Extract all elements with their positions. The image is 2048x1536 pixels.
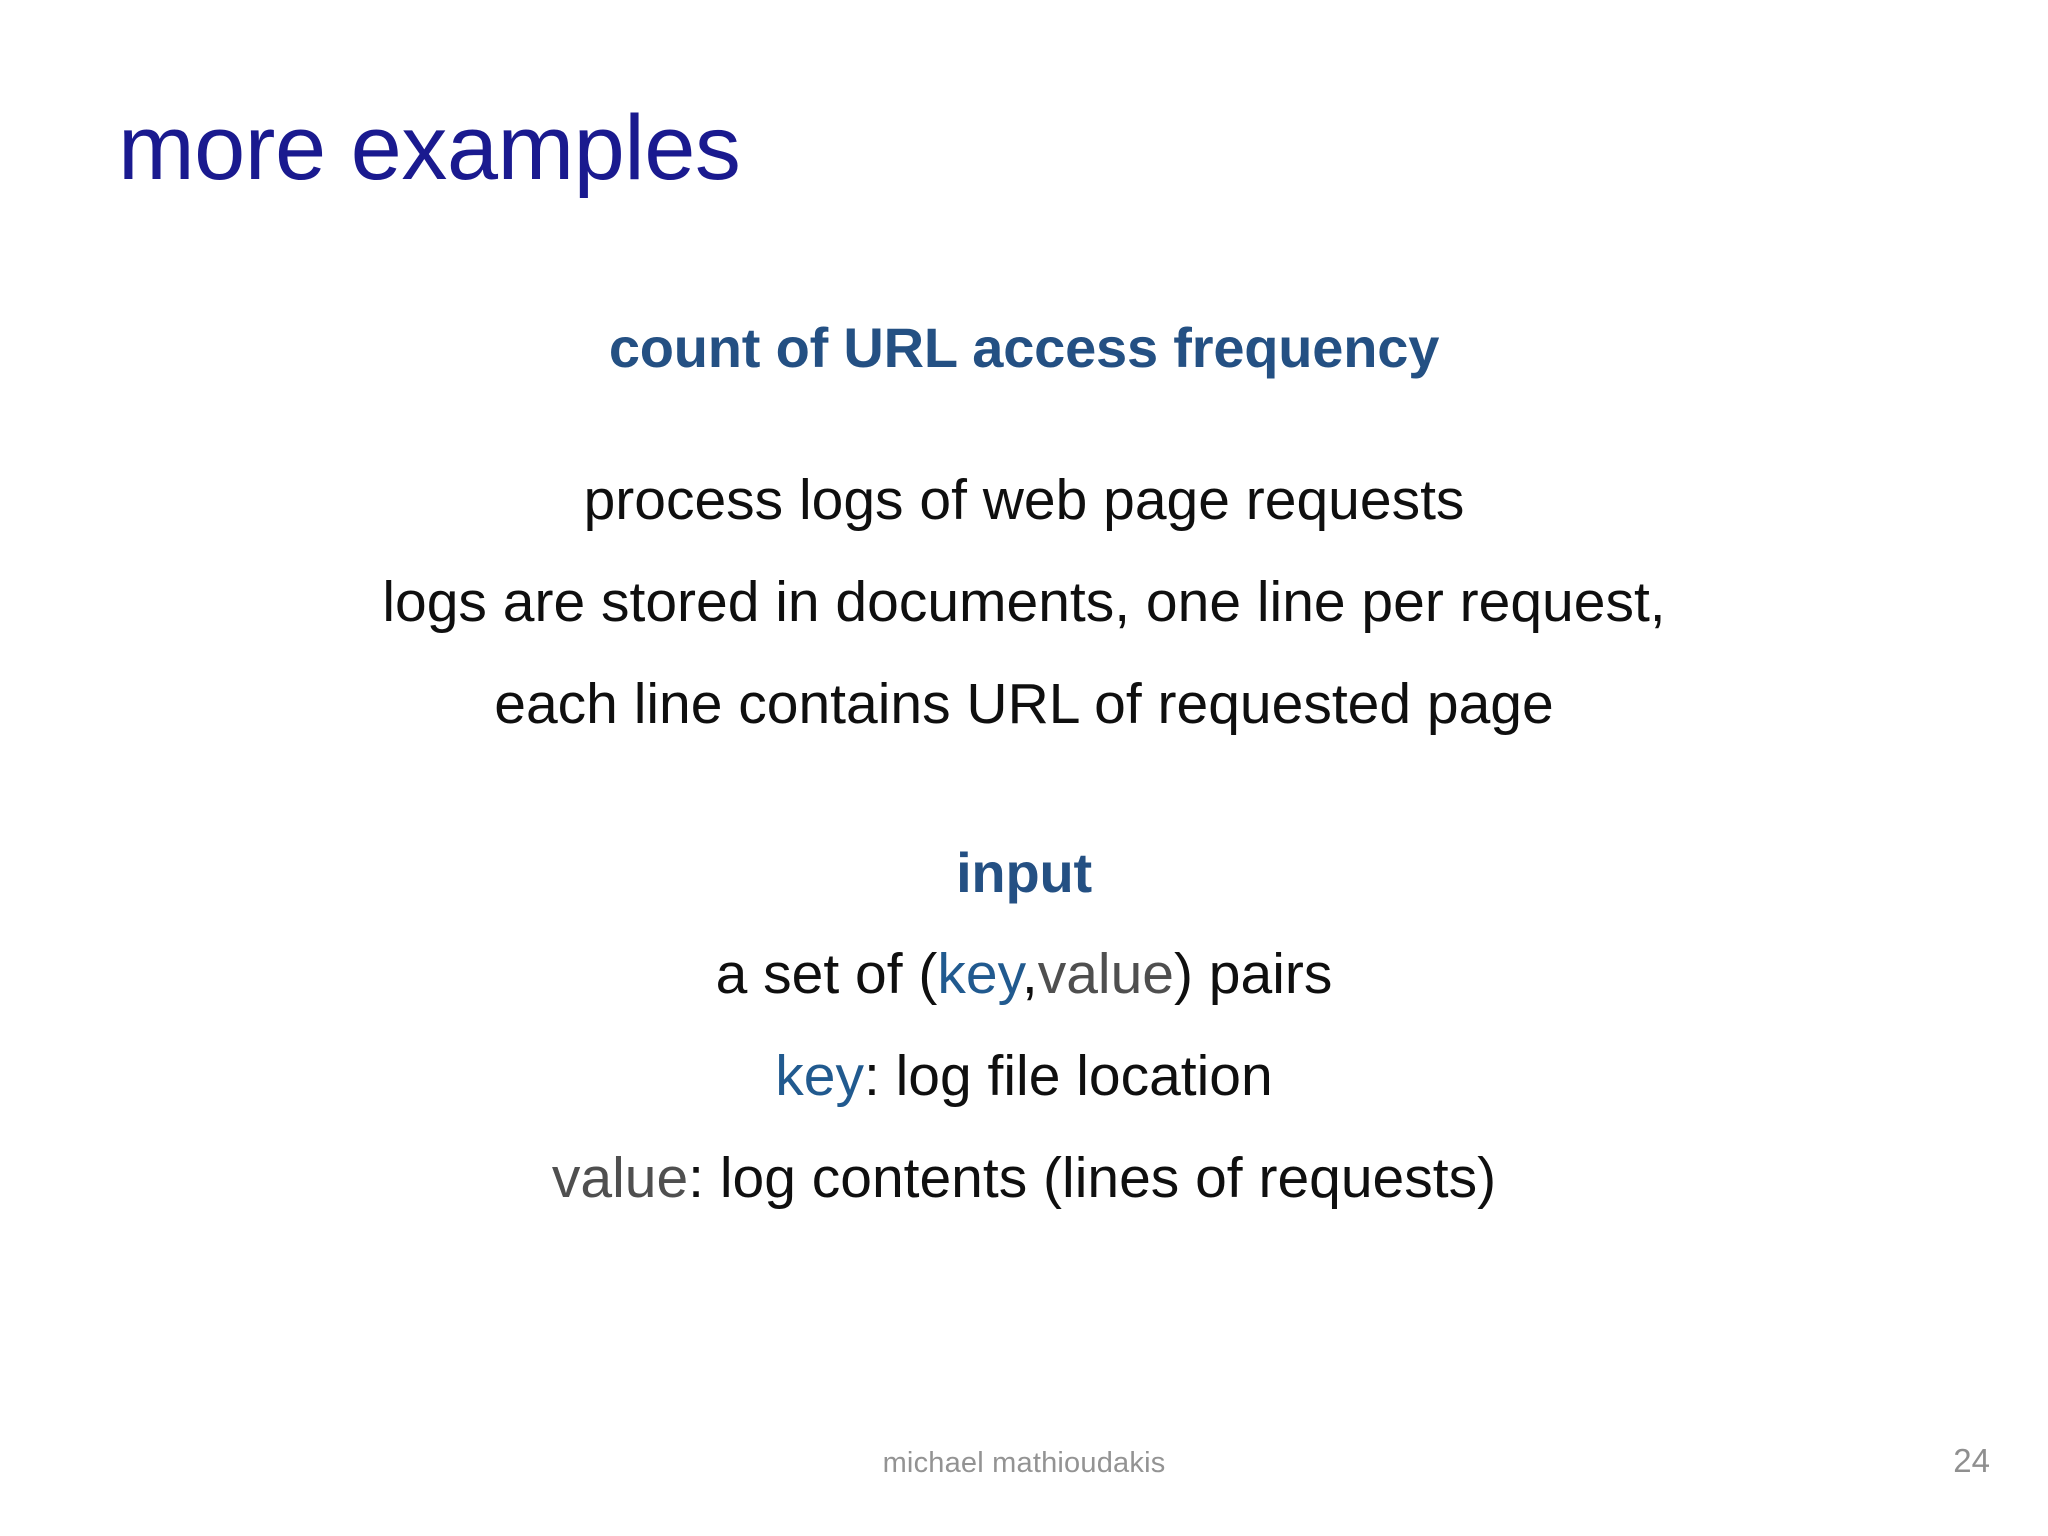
description-line-3: each line contains URL of requested page: [494, 672, 1554, 736]
key-token: key: [775, 1044, 864, 1108]
input-heading: input: [956, 841, 1092, 904]
key-line-rest: : log file location: [863, 1044, 1273, 1108]
pairs-separator: ,: [1021, 942, 1038, 1006]
pairs-prefix: a set of (: [715, 942, 938, 1006]
description-line-2: logs are stored in documents, one line p…: [382, 570, 1666, 634]
spacer: [0, 1003, 2048, 1048]
spacer: [0, 529, 2048, 574]
spacer: [0, 631, 2048, 676]
pairs-suffix: ) pairs: [1173, 942, 1333, 1006]
value-token: value: [1037, 942, 1174, 1006]
page-number: 24: [1953, 1442, 1990, 1479]
page-title: more examples: [118, 96, 741, 199]
slide-body: count of URL access frequency process lo…: [0, 320, 2048, 1207]
topic-heading: count of URL access frequency: [608, 316, 1440, 379]
description-line-1: process logs of web page requests: [583, 468, 1465, 532]
value-token: value: [551, 1146, 689, 1210]
input-key-line: key: log file location: [0, 1048, 2048, 1105]
value-line-rest: : log contents (lines of requests): [688, 1146, 1497, 1210]
input-pairs-line: a set of (key,value) pairs: [0, 946, 2048, 1003]
footer-author: michael mathioudakis: [882, 1447, 1166, 1479]
spacer: [0, 733, 2048, 845]
spacer: [0, 376, 2048, 472]
input-value-line: value: log contents (lines of requests): [0, 1150, 2048, 1207]
key-token: key: [937, 942, 1022, 1006]
spacer: [0, 1105, 2048, 1150]
spacer: [0, 901, 2048, 946]
